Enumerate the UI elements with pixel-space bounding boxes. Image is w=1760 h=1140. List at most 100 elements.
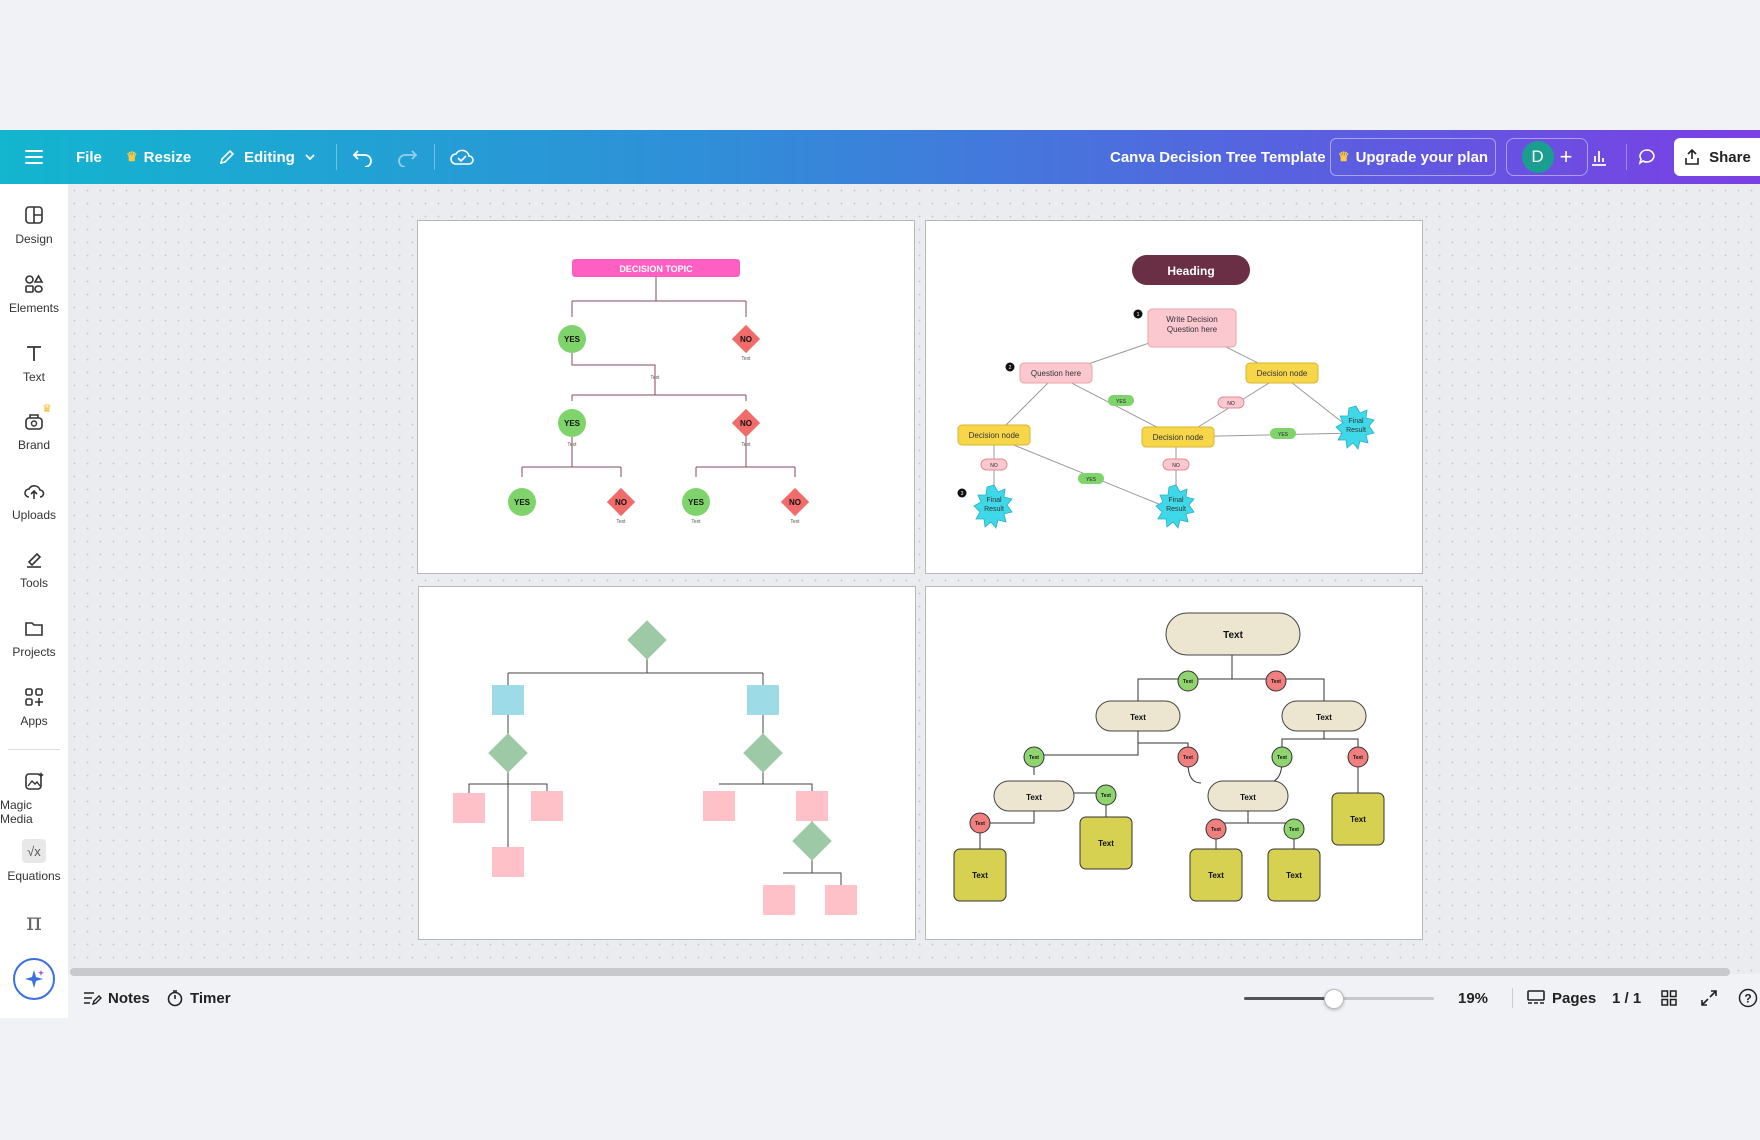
upgrade-plan-button[interactable]: ♛ Upgrade your plan [1330, 138, 1496, 176]
pencil-icon [219, 149, 235, 165]
comments-button[interactable] [1628, 138, 1666, 176]
decision-topic-box[interactable] [572, 259, 740, 277]
no-node[interactable] [731, 408, 761, 438]
menu-button[interactable] [24, 130, 44, 184]
yes-node[interactable] [508, 488, 536, 516]
yes-pill[interactable] [1078, 473, 1104, 484]
insights-button[interactable] [1580, 138, 1618, 176]
add-collaborator-icon[interactable]: + [1559, 144, 1573, 169]
sidebar-item-pi[interactable]: π [0, 908, 68, 936]
editing-mode-dropdown[interactable]: Editing [218, 130, 317, 184]
result-box[interactable] [1267, 848, 1321, 902]
no-circle[interactable] [969, 812, 991, 834]
yes-node[interactable] [682, 488, 710, 516]
grid-view-button[interactable] [1660, 978, 1678, 1018]
zoom-slider[interactable] [1244, 989, 1434, 1009]
root-pill[interactable] [1165, 612, 1301, 656]
yes-circle[interactable] [1283, 818, 1305, 840]
no-node[interactable] [606, 487, 636, 517]
result-box[interactable] [825, 885, 857, 915]
pages-button[interactable]: Pages [1526, 978, 1596, 1018]
notes-button[interactable]: Notes [82, 978, 150, 1018]
sidebar-item-elements[interactable]: Elements [0, 273, 68, 315]
template-page-1[interactable]: DECISION TOPIC YES NO YES NO YES NO YES … [417, 220, 915, 574]
process-box[interactable] [492, 685, 524, 715]
yes-pill[interactable] [1108, 395, 1134, 406]
no-circle[interactable] [1265, 670, 1287, 692]
text-pill[interactable] [993, 780, 1075, 812]
horizontal-scrollbar[interactable] [70, 968, 1730, 976]
final-result-starburst[interactable] [1335, 405, 1375, 450]
sidebar-item-design[interactable]: Design [0, 204, 68, 246]
no-node[interactable] [780, 487, 810, 517]
timer-button[interactable]: Timer [166, 978, 231, 1018]
yes-circle[interactable] [1271, 746, 1293, 768]
zoom-level[interactable]: 19% [1458, 989, 1489, 1007]
text-pill[interactable] [1095, 700, 1181, 732]
sidebar-item-projects[interactable]: Projects [0, 617, 68, 659]
document-title[interactable]: Canva Decision Tree Template [1110, 148, 1326, 166]
result-box[interactable] [453, 793, 485, 823]
magic-assistant-button[interactable] [13, 958, 55, 1000]
final-result-starburst[interactable] [973, 484, 1013, 529]
decision-node-box[interactable] [1141, 426, 1215, 448]
yes-node[interactable] [558, 409, 586, 437]
zoom-slider-thumb[interactable] [1324, 989, 1345, 1009]
heading-pill[interactable] [1132, 255, 1250, 285]
final-result-starburst[interactable] [1155, 484, 1195, 529]
save-status-button[interactable] [450, 130, 474, 184]
result-box[interactable] [1331, 792, 1385, 846]
no-circle[interactable] [1177, 746, 1199, 768]
result-box[interactable] [531, 791, 563, 821]
process-box[interactable] [747, 685, 779, 715]
yes-circle[interactable] [1023, 746, 1045, 768]
share-button[interactable]: Share [1674, 138, 1760, 176]
diamond-shape[interactable] [627, 620, 667, 660]
fullscreen-button[interactable] [1700, 978, 1718, 1018]
yes-node[interactable] [558, 325, 586, 353]
text-pill[interactable] [1281, 700, 1367, 732]
diamond-shape[interactable] [743, 733, 783, 773]
no-circle[interactable] [1205, 818, 1227, 840]
template-page-2[interactable]: Heading Write Decision Question here Que… [925, 220, 1423, 574]
yes-pill[interactable] [1270, 428, 1296, 439]
help-button[interactable]: ? [1738, 978, 1758, 1018]
sidebar-item-text[interactable]: Text [0, 342, 68, 384]
sidebar-item-tools[interactable]: Tools [0, 548, 68, 590]
question-box[interactable] [1019, 362, 1093, 384]
sidebar-item-uploads[interactable]: Uploads [0, 480, 68, 522]
text-pill[interactable] [1207, 780, 1289, 812]
resize-button[interactable]: ♛ Resize [126, 148, 192, 166]
question-main-box[interactable] [1147, 308, 1237, 348]
sidebar-item-brand[interactable]: Brand ♛ [17, 403, 52, 452]
no-circle[interactable] [1347, 746, 1369, 768]
decision-node-box[interactable] [957, 424, 1031, 446]
no-pill[interactable] [980, 458, 1008, 471]
result-box[interactable] [703, 791, 735, 821]
file-menu[interactable]: File [76, 148, 102, 166]
yes-circle[interactable] [1177, 670, 1199, 692]
diamond-shape[interactable] [488, 733, 528, 773]
node-caption: Text [691, 519, 701, 525]
design-canvas[interactable]: DECISION TOPIC YES NO YES NO YES NO YES … [68, 184, 1760, 974]
undo-button[interactable] [352, 130, 374, 184]
redo-button[interactable] [396, 130, 418, 184]
no-node[interactable] [731, 324, 761, 354]
no-pill[interactable] [1217, 396, 1245, 409]
result-box[interactable] [763, 885, 795, 915]
sidebar-item-apps[interactable]: Apps [0, 686, 68, 728]
result-box[interactable] [1079, 816, 1133, 870]
avatar[interactable]: D [1521, 141, 1554, 173]
result-box[interactable] [796, 791, 828, 821]
decision-node-box[interactable] [1245, 362, 1319, 384]
result-box[interactable] [492, 847, 524, 877]
diamond-shape[interactable] [792, 821, 832, 861]
yes-circle[interactable] [1095, 784, 1117, 806]
no-pill[interactable] [1162, 458, 1190, 471]
result-box[interactable] [1189, 848, 1243, 902]
result-box[interactable] [953, 848, 1007, 902]
template-page-3[interactable] [418, 586, 916, 940]
sidebar-item-magic-media[interactable]: Magic Media [0, 770, 68, 826]
sidebar-item-equations[interactable]: √x Equations [0, 839, 68, 883]
template-page-4[interactable]: Text Text Text Text Text Text Text Text … [925, 586, 1423, 940]
